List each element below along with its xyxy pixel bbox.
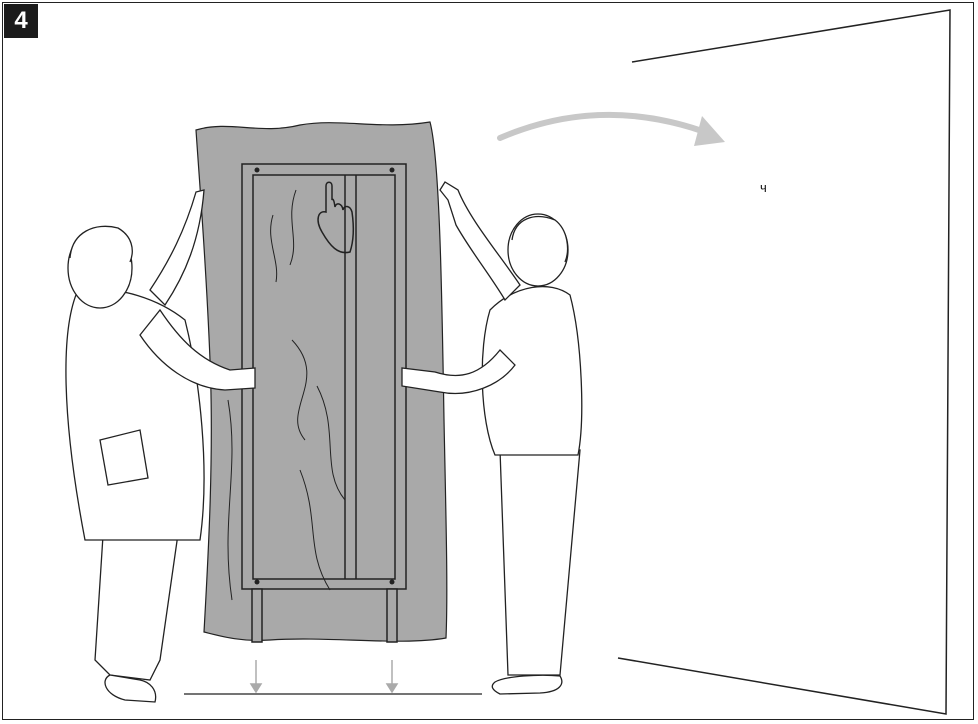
curved-arrow-icon: [500, 115, 725, 146]
down-arrow-icon: [251, 660, 397, 692]
wall: [618, 10, 950, 714]
wall-mark-label: ч: [760, 180, 767, 195]
